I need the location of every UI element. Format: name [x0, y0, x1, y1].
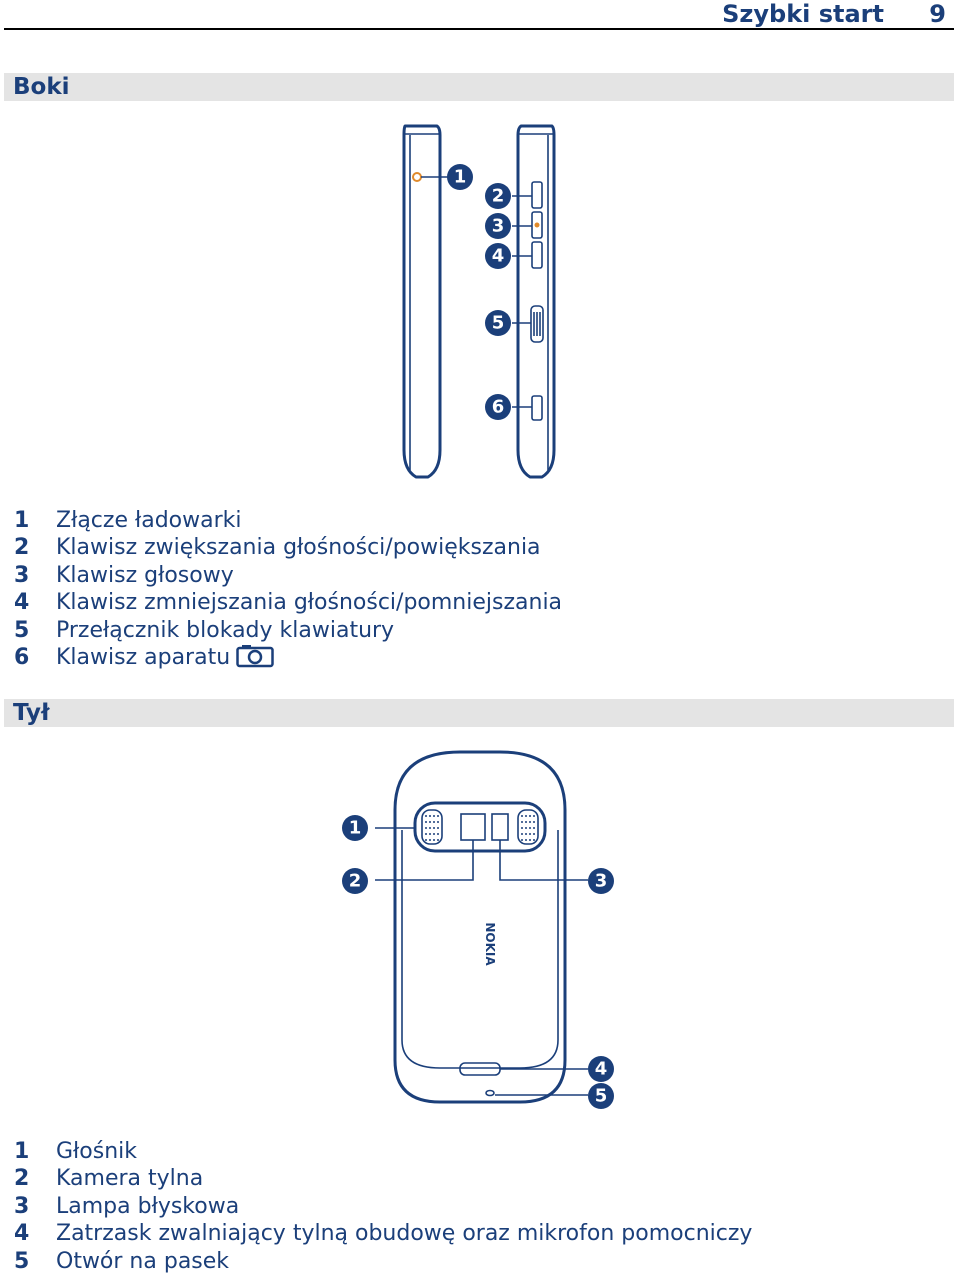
rear-camera-lens [460, 813, 486, 841]
svg-text:1: 1 [454, 167, 467, 188]
phone-sides-diagram: 1 2 3 4 5 6 [402, 124, 556, 479]
callout-back-3: 3 [588, 868, 614, 894]
callout-side-5: 5 [485, 310, 511, 336]
page-header: Szybki start 9 [4, 0, 954, 30]
strap-hole [485, 1089, 495, 1097]
camera-key [531, 395, 543, 421]
svg-text:4: 4 [595, 1059, 608, 1080]
brand-logo: NOKIA [483, 922, 497, 966]
svg-text:1: 1 [349, 818, 362, 839]
chapter-title: Szybki start [722, 0, 884, 28]
camera-icon [236, 644, 274, 675]
svg-text:5: 5 [492, 313, 505, 334]
release-latch [459, 1062, 501, 1076]
flash-lamp [491, 813, 509, 841]
section-sides-title: Boki [13, 74, 70, 100]
svg-text:2: 2 [349, 871, 362, 892]
section-back-header: Tył [4, 699, 954, 727]
svg-text:3: 3 [595, 871, 608, 892]
charger-connector-dot [412, 172, 422, 182]
phone-left-side [402, 124, 448, 479]
callout-back-1: 1 [342, 815, 368, 841]
callout-side-1: 1 [447, 164, 473, 190]
phone-right-side [512, 124, 556, 479]
svg-text:2: 2 [492, 186, 505, 207]
speaker-camera-module [413, 801, 547, 853]
volume-up-key [531, 181, 543, 209]
phone-back: NOKIA [375, 750, 588, 1104]
callout-side-3: 3 [485, 213, 511, 239]
section-sides-header: Boki [4, 73, 954, 101]
callout-side-6: 6 [485, 394, 511, 420]
voice-key [531, 211, 543, 239]
phone-back-diagram: NOKIA 1 2 3 4 5 [342, 750, 614, 1109]
svg-text:5: 5 [595, 1086, 608, 1107]
callout-back-4: 4 [588, 1056, 614, 1082]
callout-back-2: 2 [342, 868, 368, 894]
svg-text:6: 6 [492, 397, 505, 418]
callout-back-5: 5 [588, 1083, 614, 1109]
callout-side-2: 2 [485, 183, 511, 209]
svg-text:4: 4 [492, 246, 505, 267]
lock-switch [530, 305, 544, 343]
svg-text:3: 3 [492, 216, 505, 237]
callout-side-4: 4 [485, 243, 511, 269]
section-back-title: Tył [13, 700, 50, 726]
page-number: 9 [929, 0, 946, 28]
volume-down-key [531, 241, 543, 269]
